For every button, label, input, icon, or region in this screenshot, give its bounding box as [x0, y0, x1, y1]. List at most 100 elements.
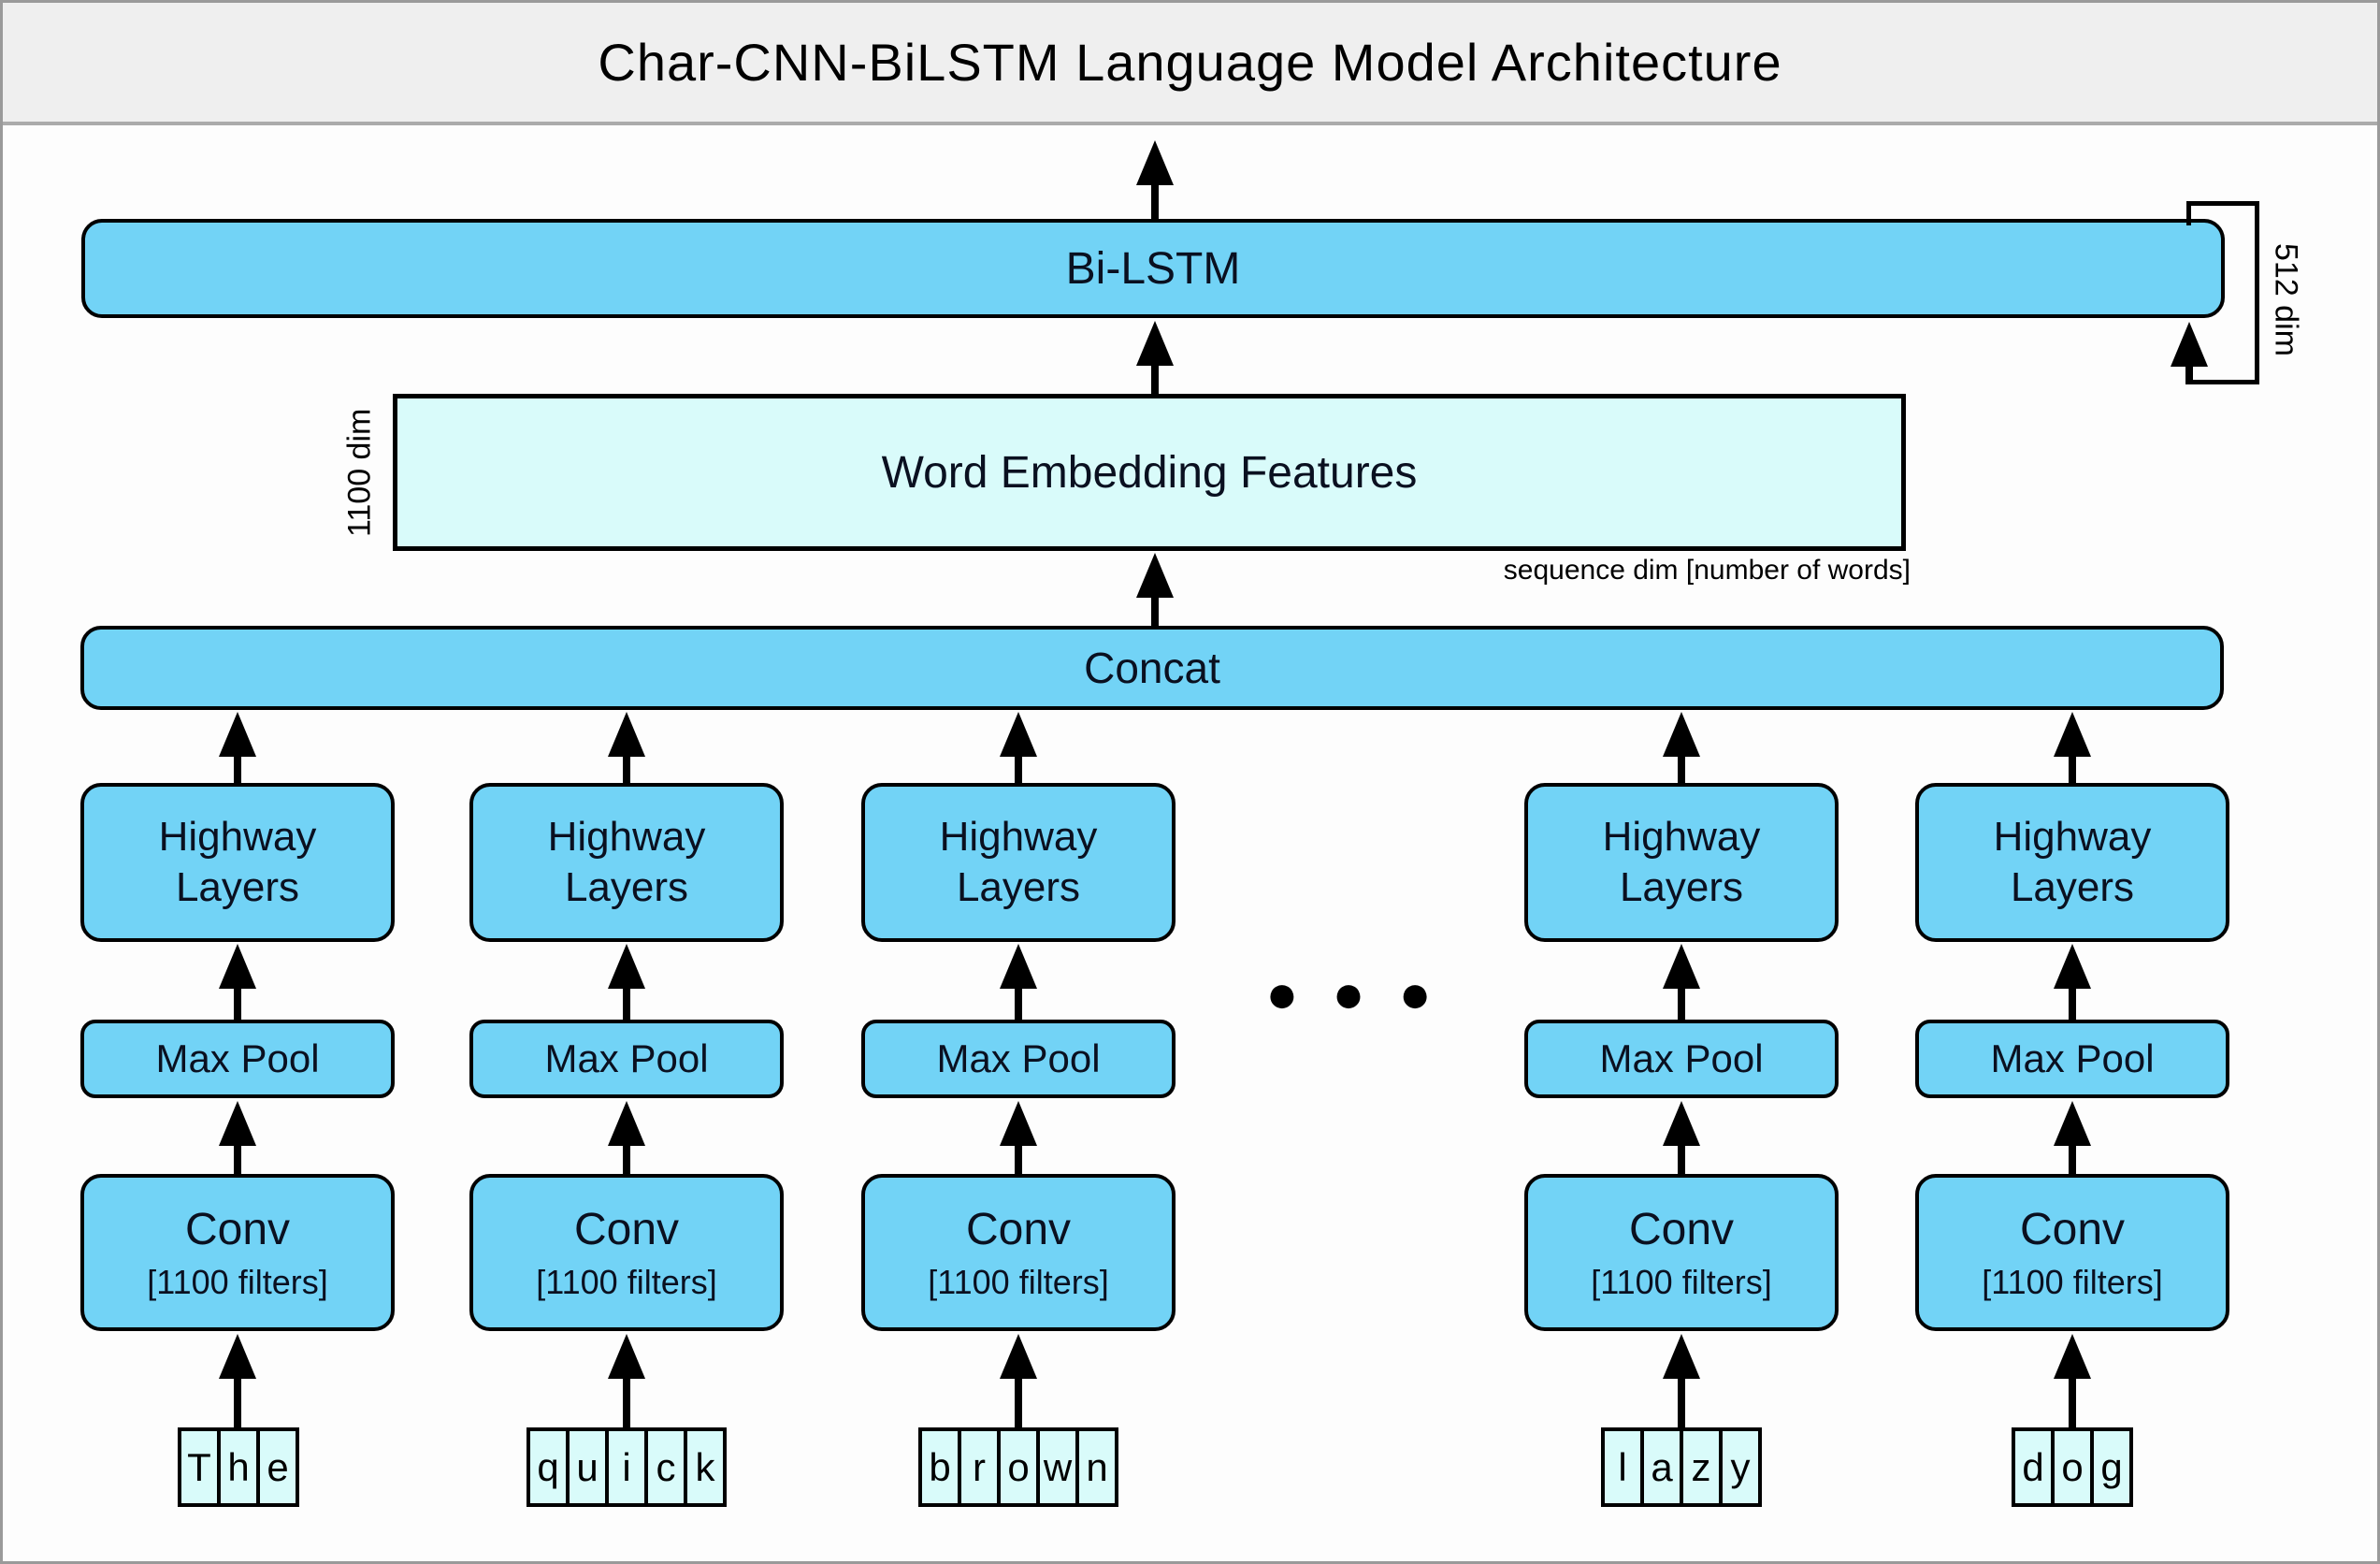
arrow-up-icon	[1000, 1101, 1037, 1174]
arrow-up-icon	[1663, 944, 1700, 1020]
arrow-up-icon	[1136, 140, 1174, 219]
arrow-up-icon	[1663, 712, 1700, 783]
highway-label: Layers	[956, 864, 1081, 910]
conv-filters-label: [1100 filters]	[536, 1262, 717, 1301]
char-cells-word: q u i c k	[526, 1427, 727, 1507]
maxpool-box: Max Pool	[80, 1020, 395, 1098]
arrow-up-icon	[2054, 944, 2091, 1020]
char-cell: b	[918, 1427, 961, 1507]
maxpool-label: Max Pool	[1599, 1036, 1764, 1080]
recurrent-loop-line	[2186, 201, 2259, 206]
recurrent-loop-line	[2186, 380, 2259, 384]
maxpool-label: Max Pool	[1990, 1036, 2155, 1080]
char-cells-word: l a z y	[1601, 1427, 1762, 1507]
highway-label: Highway	[939, 814, 1098, 861]
highway-box: Highway Layers	[1915, 783, 2229, 942]
char-cell: w	[1036, 1427, 1079, 1507]
conv-label: Conv	[965, 1204, 1072, 1254]
char-cell: u	[566, 1427, 609, 1507]
conv-filters-label: [1100 filters]	[1591, 1262, 1772, 1301]
arrow-up-icon	[219, 1101, 256, 1174]
arrow-up-icon	[608, 1334, 645, 1427]
arrow-up-icon	[608, 1101, 645, 1174]
highway-label: Layers	[1619, 864, 1744, 910]
embedding-dim-label: 1100 dim	[341, 408, 378, 537]
highway-box: Highway Layers	[469, 783, 784, 942]
conv-box: Conv [1100 filters]	[80, 1174, 395, 1331]
conv-box: Conv [1100 filters]	[469, 1174, 784, 1331]
arrow-up-icon	[1663, 1334, 1700, 1427]
conv-filters-label: [1100 filters]	[928, 1262, 1109, 1301]
maxpool-label: Max Pool	[936, 1036, 1101, 1080]
highway-label: Layers	[2010, 864, 2135, 910]
char-cell: T	[178, 1427, 221, 1507]
char-cell: q	[526, 1427, 570, 1507]
conv-label: Conv	[1628, 1204, 1735, 1254]
char-cell: n	[1075, 1427, 1118, 1507]
maxpool-label: Max Pool	[155, 1036, 320, 1080]
char-cell: c	[644, 1427, 687, 1507]
word-embedding-label: Word Embedding Features	[881, 447, 1418, 498]
arrow-up-icon	[1136, 321, 1174, 394]
arrow-up-icon	[2054, 1334, 2091, 1427]
char-cell: y	[1719, 1427, 1762, 1507]
bilstm-label: Bi-LSTM	[1065, 243, 1241, 294]
recurrent-loop-arrow-icon	[2171, 322, 2208, 384]
recurrent-loop-line	[2186, 201, 2191, 225]
char-cell: h	[217, 1427, 260, 1507]
char-cell: o	[997, 1427, 1040, 1507]
conv-label: Conv	[573, 1204, 680, 1254]
conv-filters-label: [1100 filters]	[147, 1262, 328, 1301]
char-cell: d	[2012, 1427, 2055, 1507]
word-embedding-box: Word Embedding Features	[393, 394, 1906, 551]
char-cells-word: b r o w n	[918, 1427, 1118, 1507]
char-cell: r	[958, 1427, 1001, 1507]
arrow-up-icon	[219, 944, 256, 1020]
recurrent-loop-line	[2255, 201, 2259, 384]
page-title: Char-CNN-BiLSTM Language Model Architect…	[598, 33, 1782, 92]
char-cell: l	[1601, 1427, 1644, 1507]
highway-label: Highway	[158, 814, 317, 861]
highway-box: Highway Layers	[80, 783, 395, 942]
conv-box: Conv [1100 filters]	[1915, 1174, 2229, 1331]
highway-label: Layers	[175, 864, 300, 910]
maxpool-box: Max Pool	[1915, 1020, 2229, 1098]
highway-label: Highway	[1993, 814, 2152, 861]
char-cells-word: T h e	[178, 1427, 299, 1507]
concat-box: Concat	[80, 626, 2224, 710]
arrow-up-icon	[608, 712, 645, 783]
bilstm-box: Bi-LSTM	[81, 219, 2225, 318]
ellipsis-dots: ● ● ●	[1265, 963, 1441, 1024]
highway-label: Highway	[1602, 814, 1761, 861]
char-cell: i	[605, 1427, 648, 1507]
char-cell: g	[2090, 1427, 2133, 1507]
char-cell: z	[1680, 1427, 1723, 1507]
char-cells-word: d o g	[2012, 1427, 2133, 1507]
maxpool-box: Max Pool	[469, 1020, 784, 1098]
char-cell: a	[1640, 1427, 1683, 1507]
conv-filters-label: [1100 filters]	[1982, 1262, 2163, 1301]
title-bar: Char-CNN-BiLSTM Language Model Architect…	[3, 3, 2377, 125]
char-cell: k	[684, 1427, 727, 1507]
conv-box: Conv [1100 filters]	[1524, 1174, 1839, 1331]
sequence-dim-label: sequence dim [number of words]	[1503, 555, 1911, 586]
char-cell: o	[2051, 1427, 2094, 1507]
maxpool-box: Max Pool	[861, 1020, 1176, 1098]
concat-label: Concat	[1084, 644, 1220, 692]
maxpool-label: Max Pool	[544, 1036, 709, 1080]
arrow-up-icon	[1000, 944, 1037, 1020]
highway-label: Highway	[547, 814, 706, 861]
highway-box: Highway Layers	[1524, 783, 1839, 942]
conv-label: Conv	[184, 1204, 291, 1254]
arrow-up-icon	[608, 944, 645, 1020]
char-cell: e	[256, 1427, 299, 1507]
arrow-up-icon	[2054, 1101, 2091, 1174]
arrow-up-icon	[1663, 1101, 1700, 1174]
highway-box: Highway Layers	[861, 783, 1176, 942]
maxpool-box: Max Pool	[1524, 1020, 1839, 1098]
bilstm-dim-label: 512 dim	[2268, 242, 2304, 356]
arrow-up-icon	[2054, 712, 2091, 783]
arrow-up-icon	[219, 712, 256, 783]
highway-label: Layers	[564, 864, 689, 910]
